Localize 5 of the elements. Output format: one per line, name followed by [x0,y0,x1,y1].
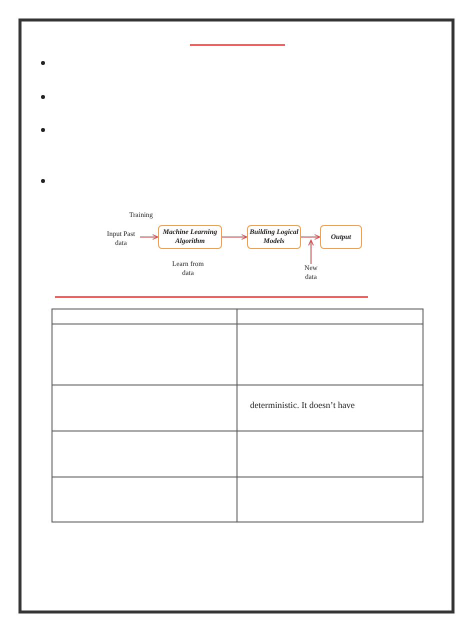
arrow [222,234,248,240]
arrow [300,234,320,240]
arrow [140,234,158,240]
arrow [308,240,314,264]
table-cell-text: deterministic. It doesn’t have [250,401,356,410]
